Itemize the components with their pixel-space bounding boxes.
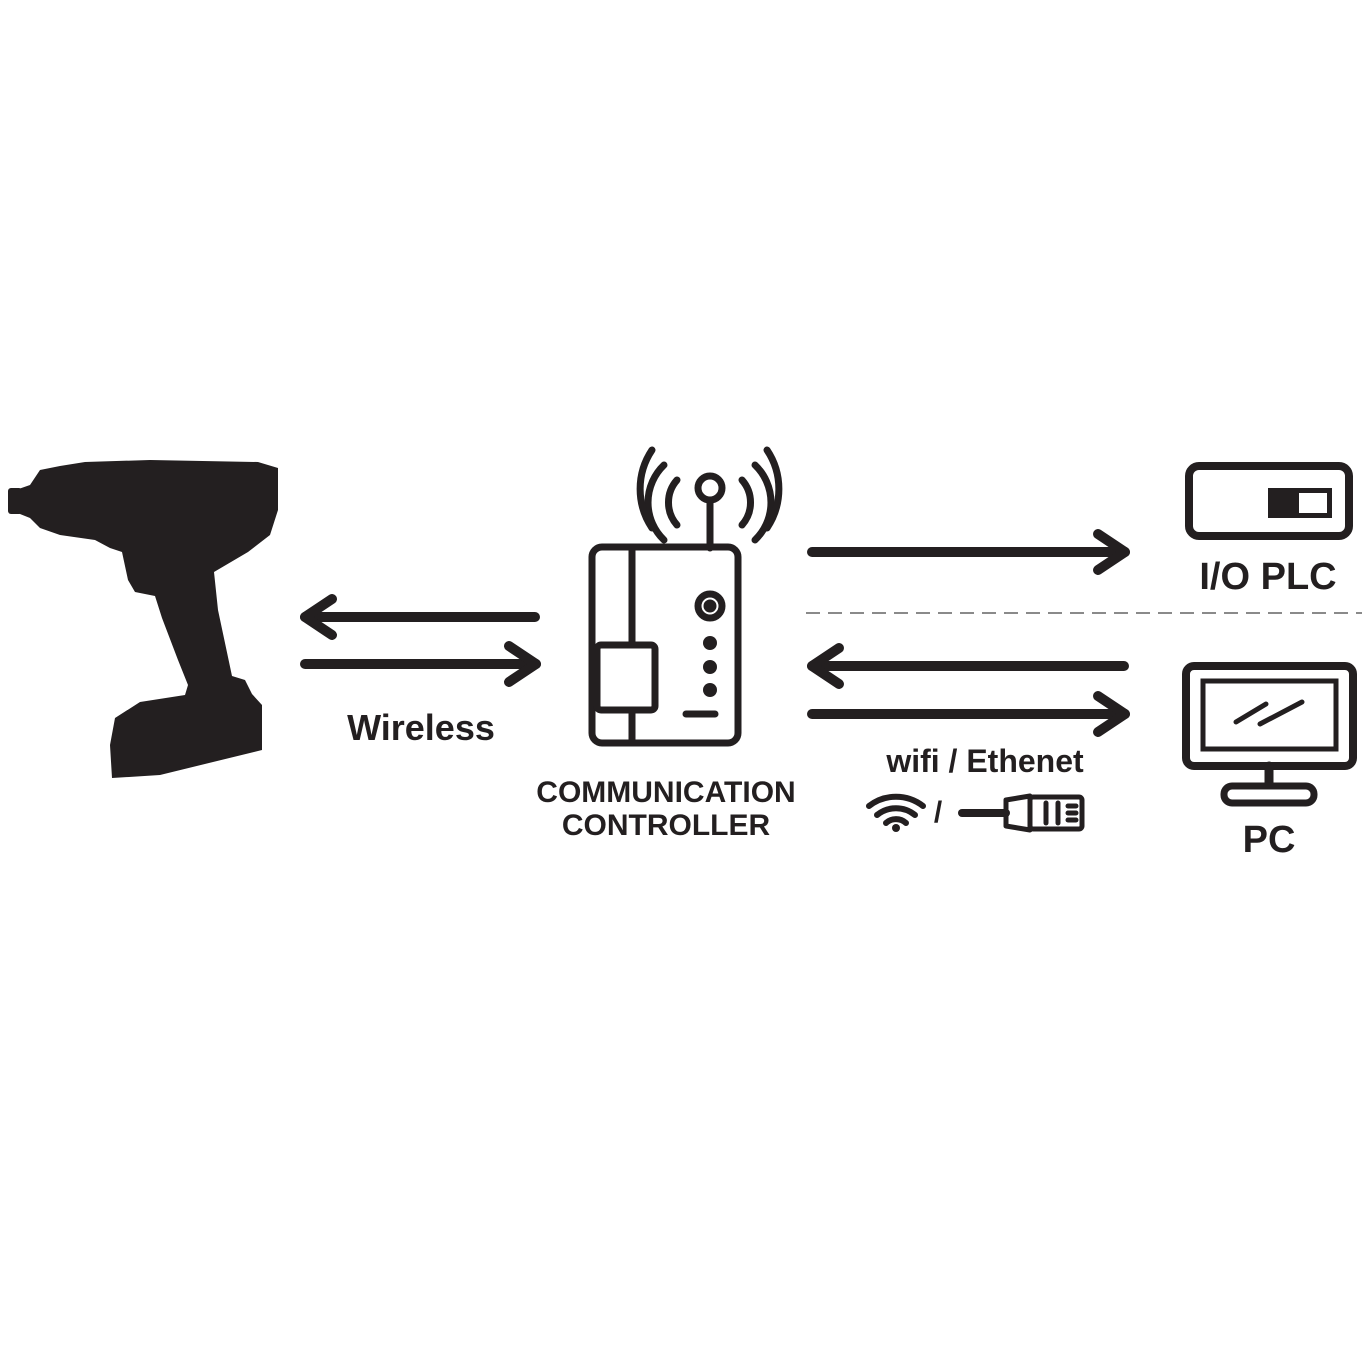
arrow-left-to-tool <box>300 594 540 640</box>
impact-driver-icon <box>8 460 278 778</box>
plc-label: I/O PLC <box>1199 556 1336 598</box>
wireless-arrows <box>300 594 541 687</box>
plc-icon <box>1185 462 1353 540</box>
network-arrows <box>807 529 1130 737</box>
monitor-icon <box>1182 662 1357 807</box>
ethernet-plug-icon <box>958 793 1085 833</box>
router-icon <box>588 446 783 747</box>
arrow-to-pc <box>807 691 1130 737</box>
pc-label: PC <box>1243 819 1296 861</box>
arrow-to-plc <box>807 529 1130 575</box>
icon-separator: / <box>934 796 943 829</box>
controller-label-line2: CONTROLLER <box>562 809 771 842</box>
arrow-from-pc <box>807 643 1129 689</box>
controller-label-line1: COMMUNICATION <box>536 776 795 809</box>
wifi-icon <box>866 793 926 832</box>
connection-label: wifi / Ethenet <box>885 743 1084 779</box>
router-leds <box>703 636 717 697</box>
wireless-label: Wireless <box>347 707 495 748</box>
arrow-right-to-controller <box>300 641 541 687</box>
